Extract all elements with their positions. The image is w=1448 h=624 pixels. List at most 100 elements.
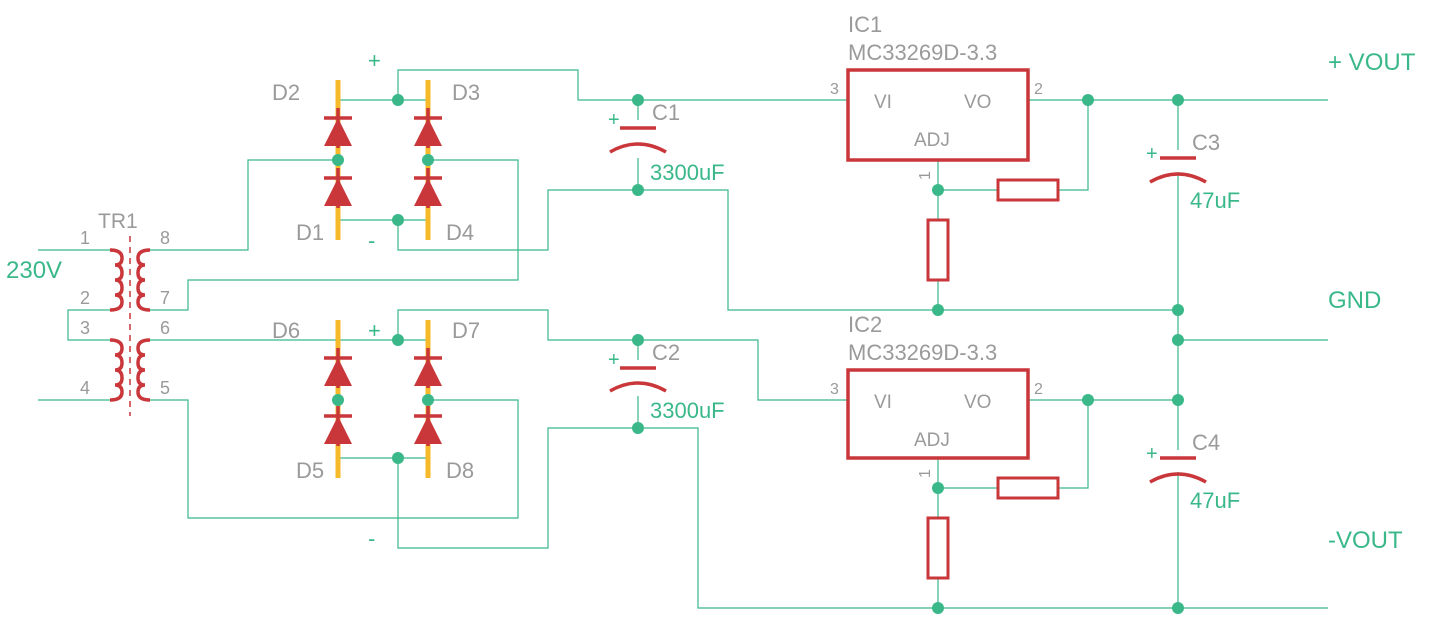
junction-dot [332,154,344,166]
ic1-vo-label: VO [964,92,991,113]
junction-dot [392,94,404,106]
c2-name: C2 [652,340,680,365]
wire-b2-plus [397,309,848,401]
ic1-part: MC33269D-3.3 [848,40,997,65]
diode-label-d4: D4 [446,220,474,245]
c4-name: C4 [1192,430,1220,455]
output-gnd-label: GND [1328,287,1381,314]
pin-1-label: 1 [80,228,90,248]
ic2-vo-label: VO [964,392,991,413]
bridge-rectifier-1: D2 D1 D3 D4 + - [272,48,480,253]
junction-dot [932,304,944,316]
primary-coil-upper [109,248,124,312]
junction-dot [422,394,434,406]
bridge1-plus: + [368,48,381,73]
regulator-ic2: IC2 MC33269D-3.3 VI VO ADJ 3 2 1 [830,312,1060,580]
diode-d7 [414,348,442,388]
ic1-pin-adj: 1 [917,171,934,180]
pin-3-label: 3 [80,318,90,338]
capacitor-c2: + C2 3300uF [608,340,725,423]
ic2-resistor-horizontal [996,476,1060,500]
capacitor-c3: + C3 47uF [1146,130,1240,213]
output-pos-label: + VOUT [1328,49,1416,76]
diode-d6 [324,348,352,388]
secondary-coil-upper [136,248,151,312]
junctions [332,94,1184,614]
pin-2-label: 2 [80,288,90,308]
pin-5-label: 5 [160,378,170,398]
c2-value: 3300uF [650,398,725,423]
diode-d1 [324,168,352,208]
diode-d8 [414,406,442,446]
primary-coil-lower [109,338,124,402]
junction-dot [392,334,404,346]
capacitor-c1: + C1 3300uF [608,100,725,185]
pin-7-label: 7 [160,288,170,308]
ic2-body [846,368,1030,460]
junction-dot [1172,304,1184,316]
junction-dot [632,184,644,196]
ic2-adj-label: ADJ [914,430,950,451]
c1-plus: + [608,109,620,131]
c3-value: 47uF [1190,188,1240,213]
junction-dot [932,602,944,614]
wire-ic2-fb [1058,400,1089,489]
wire-sec8 [150,159,338,251]
wire-neg-bus [638,427,1328,609]
junction-dot [392,452,404,464]
wire-ic1-fb [1058,100,1089,191]
diode-d2 [324,108,352,148]
diode-d4 [414,168,442,208]
junction-dot [1172,94,1184,106]
ic1-adj-label: ADJ [914,130,950,151]
pin-8-label: 8 [160,228,170,248]
ic2-part: MC33269D-3.3 [848,340,997,365]
junction-dot [1172,334,1184,346]
pin-6-label: 6 [160,318,170,338]
junction-dot [392,214,404,226]
wire-b2-minus [397,427,638,549]
c1-value: 3300uF [650,160,725,185]
wire-sec5 [150,399,519,519]
diode-d5 [324,406,352,446]
ic1-pin-out: 2 [1034,81,1043,98]
c4-value: 47uF [1190,488,1240,513]
diode-label-d6: D6 [272,318,300,343]
input-voltage-label: 230V [6,257,62,284]
bridge2-plus: + [368,318,381,343]
c4-plus: + [1146,443,1158,465]
junction-dot [1082,394,1094,406]
bridge1-minus: - [368,228,375,253]
wire-sec7 [150,159,519,311]
wires [38,69,1328,609]
ic2-pin-adj: 1 [917,469,934,478]
junction-dot [332,394,344,406]
ic1-name: IC1 [848,12,882,37]
diode-label-d3: D3 [452,80,480,105]
ic1-resistor-horizontal [996,178,1060,202]
ic2-vi-label: VI [874,392,892,413]
c3-name: C3 [1192,130,1220,155]
pin-4-label: 4 [80,378,90,398]
regulator-ic1: IC1 MC33269D-3.3 VI VO ADJ 3 2 1 [830,12,1060,282]
wire-b1-minus [397,189,638,251]
c2-plus: + [608,349,620,371]
wire-gnd-upper [638,189,1178,311]
ic2-pin-in: 3 [830,381,839,398]
junction-dot [632,334,644,346]
diode-label-d7: D7 [452,318,480,343]
junction-dot [632,94,644,106]
c1-name: C1 [652,100,680,125]
wire-primary-link [67,309,110,341]
ic1-vi-label: VI [874,92,892,113]
junction-dot [1082,94,1094,106]
transformer-name: TR1 [98,210,138,233]
junction-dot [932,482,944,494]
capacitor-c4: + C4 47uF [1146,430,1240,513]
ic2-name: IC2 [848,312,882,337]
ic1-resistor-vertical [926,218,950,282]
ic2-resistor-vertical [926,516,950,580]
c3-plus: + [1146,143,1158,165]
bridge-rectifier-2: D6 D5 D7 D8 + - [272,318,480,551]
